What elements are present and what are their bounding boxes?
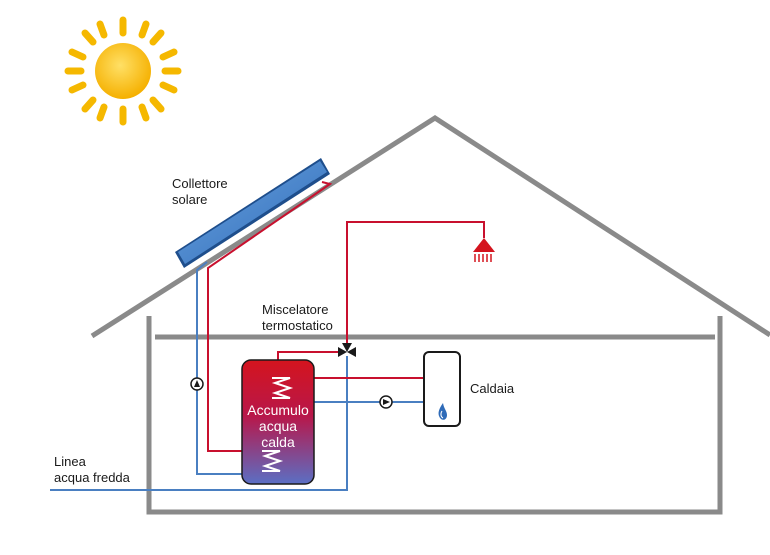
mixing-valve-icon <box>338 343 356 357</box>
collector-label-line2: solare <box>172 192 208 207</box>
mixer-label: Miscelatore termostatico <box>262 302 333 334</box>
tank-label-line2: acqua <box>258 418 298 434</box>
mixer-label-line1: Miscelatore <box>262 302 329 317</box>
cold-water-label-line2: acqua fredda <box>54 470 130 485</box>
lower-heat-exchanger-icon <box>261 450 284 472</box>
boiler-label: Caldaia <box>470 381 515 396</box>
mixer-label-line2: termostatico <box>262 318 333 333</box>
pump-icon <box>379 395 393 409</box>
tank-label-line3: calda <box>261 434 295 450</box>
cold-water-label-line1: Linea <box>54 454 86 469</box>
collector-return-pipe <box>196 261 248 475</box>
collector-flow-pipe <box>207 181 333 452</box>
mixer-to-shower-pipe <box>346 221 485 346</box>
storage-tank <box>241 359 315 485</box>
cold-water-pipes <box>50 261 424 491</box>
tank-label-line1: Accumulo <box>247 402 309 418</box>
collector-label-line1: Collettore <box>172 176 228 191</box>
walls <box>146 316 723 515</box>
pump-icon <box>190 377 204 391</box>
solar-collector <box>175 158 330 268</box>
cold-supply-line <box>50 356 348 491</box>
tank-label: Accumulo acqua calda <box>238 402 318 450</box>
boiler <box>423 351 461 427</box>
collector-label: Collettore solare <box>172 176 228 208</box>
shower-head-icon <box>473 238 495 262</box>
sun-icon <box>64 16 182 126</box>
upper-heat-exchanger-icon <box>271 377 294 399</box>
roof <box>90 115 770 339</box>
cold-water-label: Linea acqua fredda <box>54 454 130 486</box>
